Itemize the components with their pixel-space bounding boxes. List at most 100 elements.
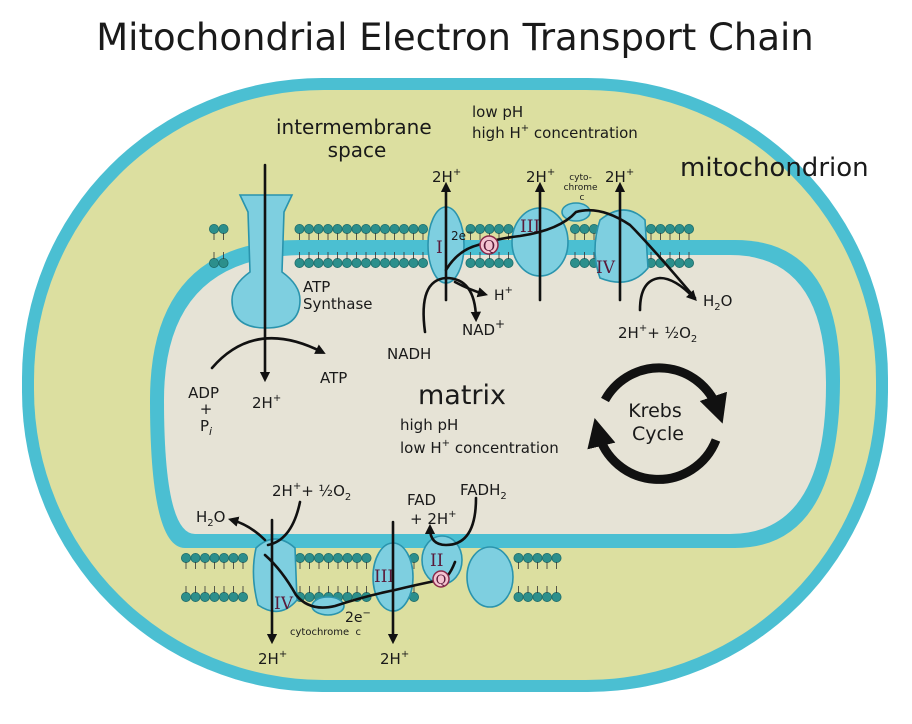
lipid-head [313, 257, 324, 268]
complex-2-label: II [430, 551, 443, 571]
h-plus-arrow [453, 280, 488, 298]
lipid-head [484, 257, 495, 268]
lipid-head [513, 553, 524, 564]
lipid-head [190, 553, 201, 564]
lipid-head [665, 223, 676, 234]
lipid-head [351, 223, 362, 234]
lipid-head [379, 223, 390, 234]
lipid-head [209, 592, 220, 603]
lipid-head [579, 257, 590, 268]
lipid-head [228, 592, 239, 603]
water-bottom-label: H2O [196, 508, 225, 529]
atp-synthase-label: ATP Synthase [303, 278, 373, 313]
lipid-head [360, 257, 371, 268]
atp-label: ATP [320, 369, 347, 387]
complex-4-2h-label: 2H+ [605, 167, 634, 186]
inner-membrane-bilayer-top [208, 223, 695, 268]
low-h-concentration-label: low H+ concentration [400, 438, 559, 457]
lipid-head [237, 592, 248, 603]
lipid-head [532, 592, 543, 603]
lipid-head [313, 223, 324, 234]
oxygen-top-label: 2H++ ½O2 [618, 323, 697, 345]
nad-label: NAD+ [462, 317, 505, 339]
quinone-top [479, 235, 499, 255]
water-arrow [638, 276, 697, 312]
lipid-head [646, 223, 657, 234]
complex-4-bottom-label: IV [274, 594, 294, 614]
lipid-head [370, 223, 381, 234]
complex-1-label: I [436, 238, 443, 258]
lipid-head [570, 223, 581, 234]
fad-label: FAD [407, 491, 436, 509]
lipid-head [503, 223, 514, 234]
lipid-head [503, 257, 514, 268]
nadh-label: NADH [387, 345, 431, 363]
pi-label: Pi [200, 417, 212, 438]
lipid-head [360, 223, 371, 234]
lipid-head [655, 223, 666, 234]
water-bottom-arrow [227, 516, 267, 542]
lipid-head [341, 223, 352, 234]
lipid-head [532, 553, 543, 564]
lipid-head [332, 223, 343, 234]
lipid-head [294, 257, 305, 268]
quinone-top-label: Q [483, 237, 495, 255]
lipid-head [351, 257, 362, 268]
complex-1-2h-label: 2H+ [432, 167, 461, 186]
lipid-head [551, 592, 562, 603]
lipid-head [180, 553, 191, 564]
lipid-head [474, 257, 485, 268]
complex-4-label: IV [596, 258, 616, 278]
diagram-title: Mitochondrial Electron Transport Chain [96, 16, 814, 59]
lipid-head [493, 257, 504, 268]
lipid-head [513, 592, 524, 603]
water-top-label: H2O [703, 292, 732, 313]
complex-2-subunit [466, 546, 514, 608]
lipid-head [218, 223, 229, 234]
matrix-region [164, 255, 826, 534]
fadh2-arrow [424, 496, 478, 547]
lipid-head [398, 257, 409, 268]
complex-3-bottom-label: III [374, 567, 394, 587]
mitochondrion-label: mitochondrion [680, 153, 869, 183]
complex-3-2h-label: 2H+ [526, 167, 555, 186]
lipid-head [180, 592, 191, 603]
lipid-head [361, 553, 372, 564]
lipid-head [218, 592, 229, 603]
two-e-bottom-label: 2e− [345, 608, 371, 626]
high-ph-label: high pH [400, 416, 458, 434]
fadh2-label: FADH2 [460, 481, 507, 502]
lipid-head [218, 257, 229, 268]
oxygen-bottom-label: 2H++ ½O2 [272, 481, 351, 503]
quinone-bottom [432, 570, 450, 588]
lipid-head [684, 257, 695, 268]
lipid-head [303, 257, 314, 268]
krebs-cycle-label: Krebs Cycle [628, 400, 688, 445]
lipid-head [484, 223, 495, 234]
krebs-cycle-arrow-upper [601, 363, 727, 424]
lipid-head [332, 553, 343, 564]
lipid-head [218, 553, 229, 564]
quinone-bottom-label: Q [436, 573, 447, 588]
lipid-head [322, 257, 333, 268]
lipid-head [190, 592, 201, 603]
lipid-head [408, 257, 419, 268]
lipid-head [332, 257, 343, 268]
lipid-head [674, 257, 685, 268]
cytochrome-c-top-label: cyto- chrome c [564, 173, 601, 203]
high-h-concentration-label: high H+ concentration [472, 123, 638, 142]
lipid-head [417, 257, 428, 268]
cytochrome-c-bottom-label: cytochrome c [290, 627, 361, 638]
lipid-head [294, 223, 305, 234]
electron-path-top [444, 208, 697, 300]
lipid-head [322, 223, 333, 234]
krebs-cycle-arrow-lower [587, 418, 721, 484]
complex-4-bottom-2h-label: 2H+ [258, 649, 287, 668]
adp-pi-label: ADP + [188, 384, 224, 418]
atp-synthase-2h-label: 2H+ [252, 393, 281, 412]
intermembrane-label: intermembrane space [276, 115, 438, 162]
lipid-head [551, 553, 562, 564]
lipid-head [542, 592, 553, 603]
atp-synthesis-arrow [210, 336, 326, 370]
lipid-head [304, 592, 315, 603]
